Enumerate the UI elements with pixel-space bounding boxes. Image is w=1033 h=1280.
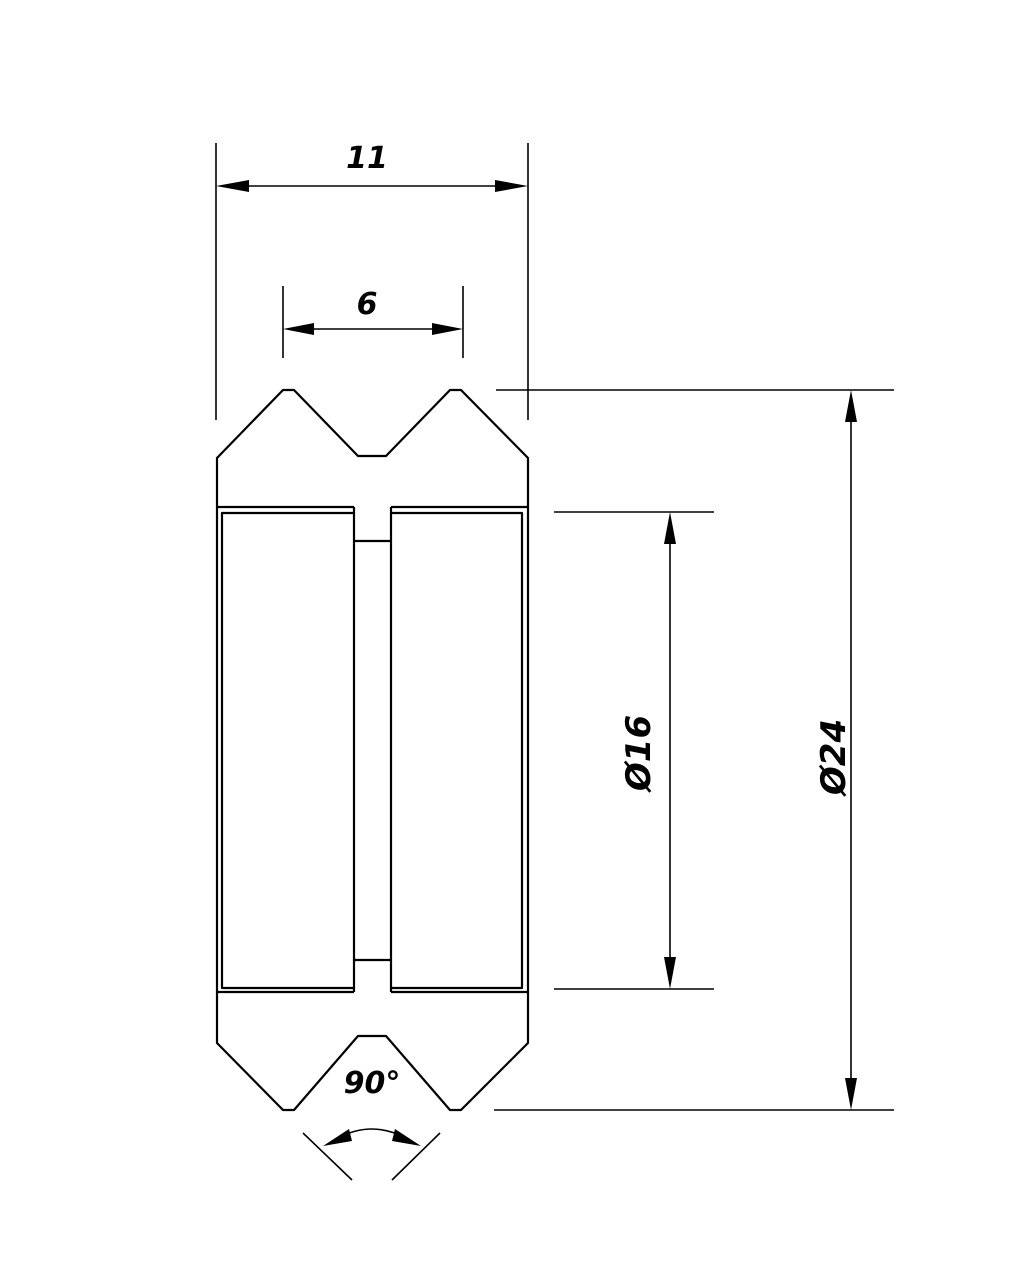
dimension-groove-width: 6	[282, 286, 464, 358]
overall-width-label: 11	[346, 141, 388, 176]
groove-angle-label: 90°	[344, 1066, 401, 1101]
bore-diameter-label: Ø16	[619, 715, 659, 793]
right-race-block	[389, 511, 524, 990]
groove-width-label: 6	[357, 287, 378, 322]
bottom-v-groove-profile	[215, 992, 530, 1112]
dimension-groove-angle: 90°	[302, 1066, 441, 1181]
dimension-outer-diameter: Ø24	[494, 389, 894, 1111]
left-race-block	[220, 511, 356, 990]
dimension-bore-diameter: Ø16	[554, 511, 714, 990]
dimension-overall-width: 11	[215, 141, 529, 420]
outer-diameter-label: Ø24	[814, 719, 854, 797]
top-v-groove-profile	[215, 388, 530, 507]
bearing-outline	[215, 388, 530, 1112]
